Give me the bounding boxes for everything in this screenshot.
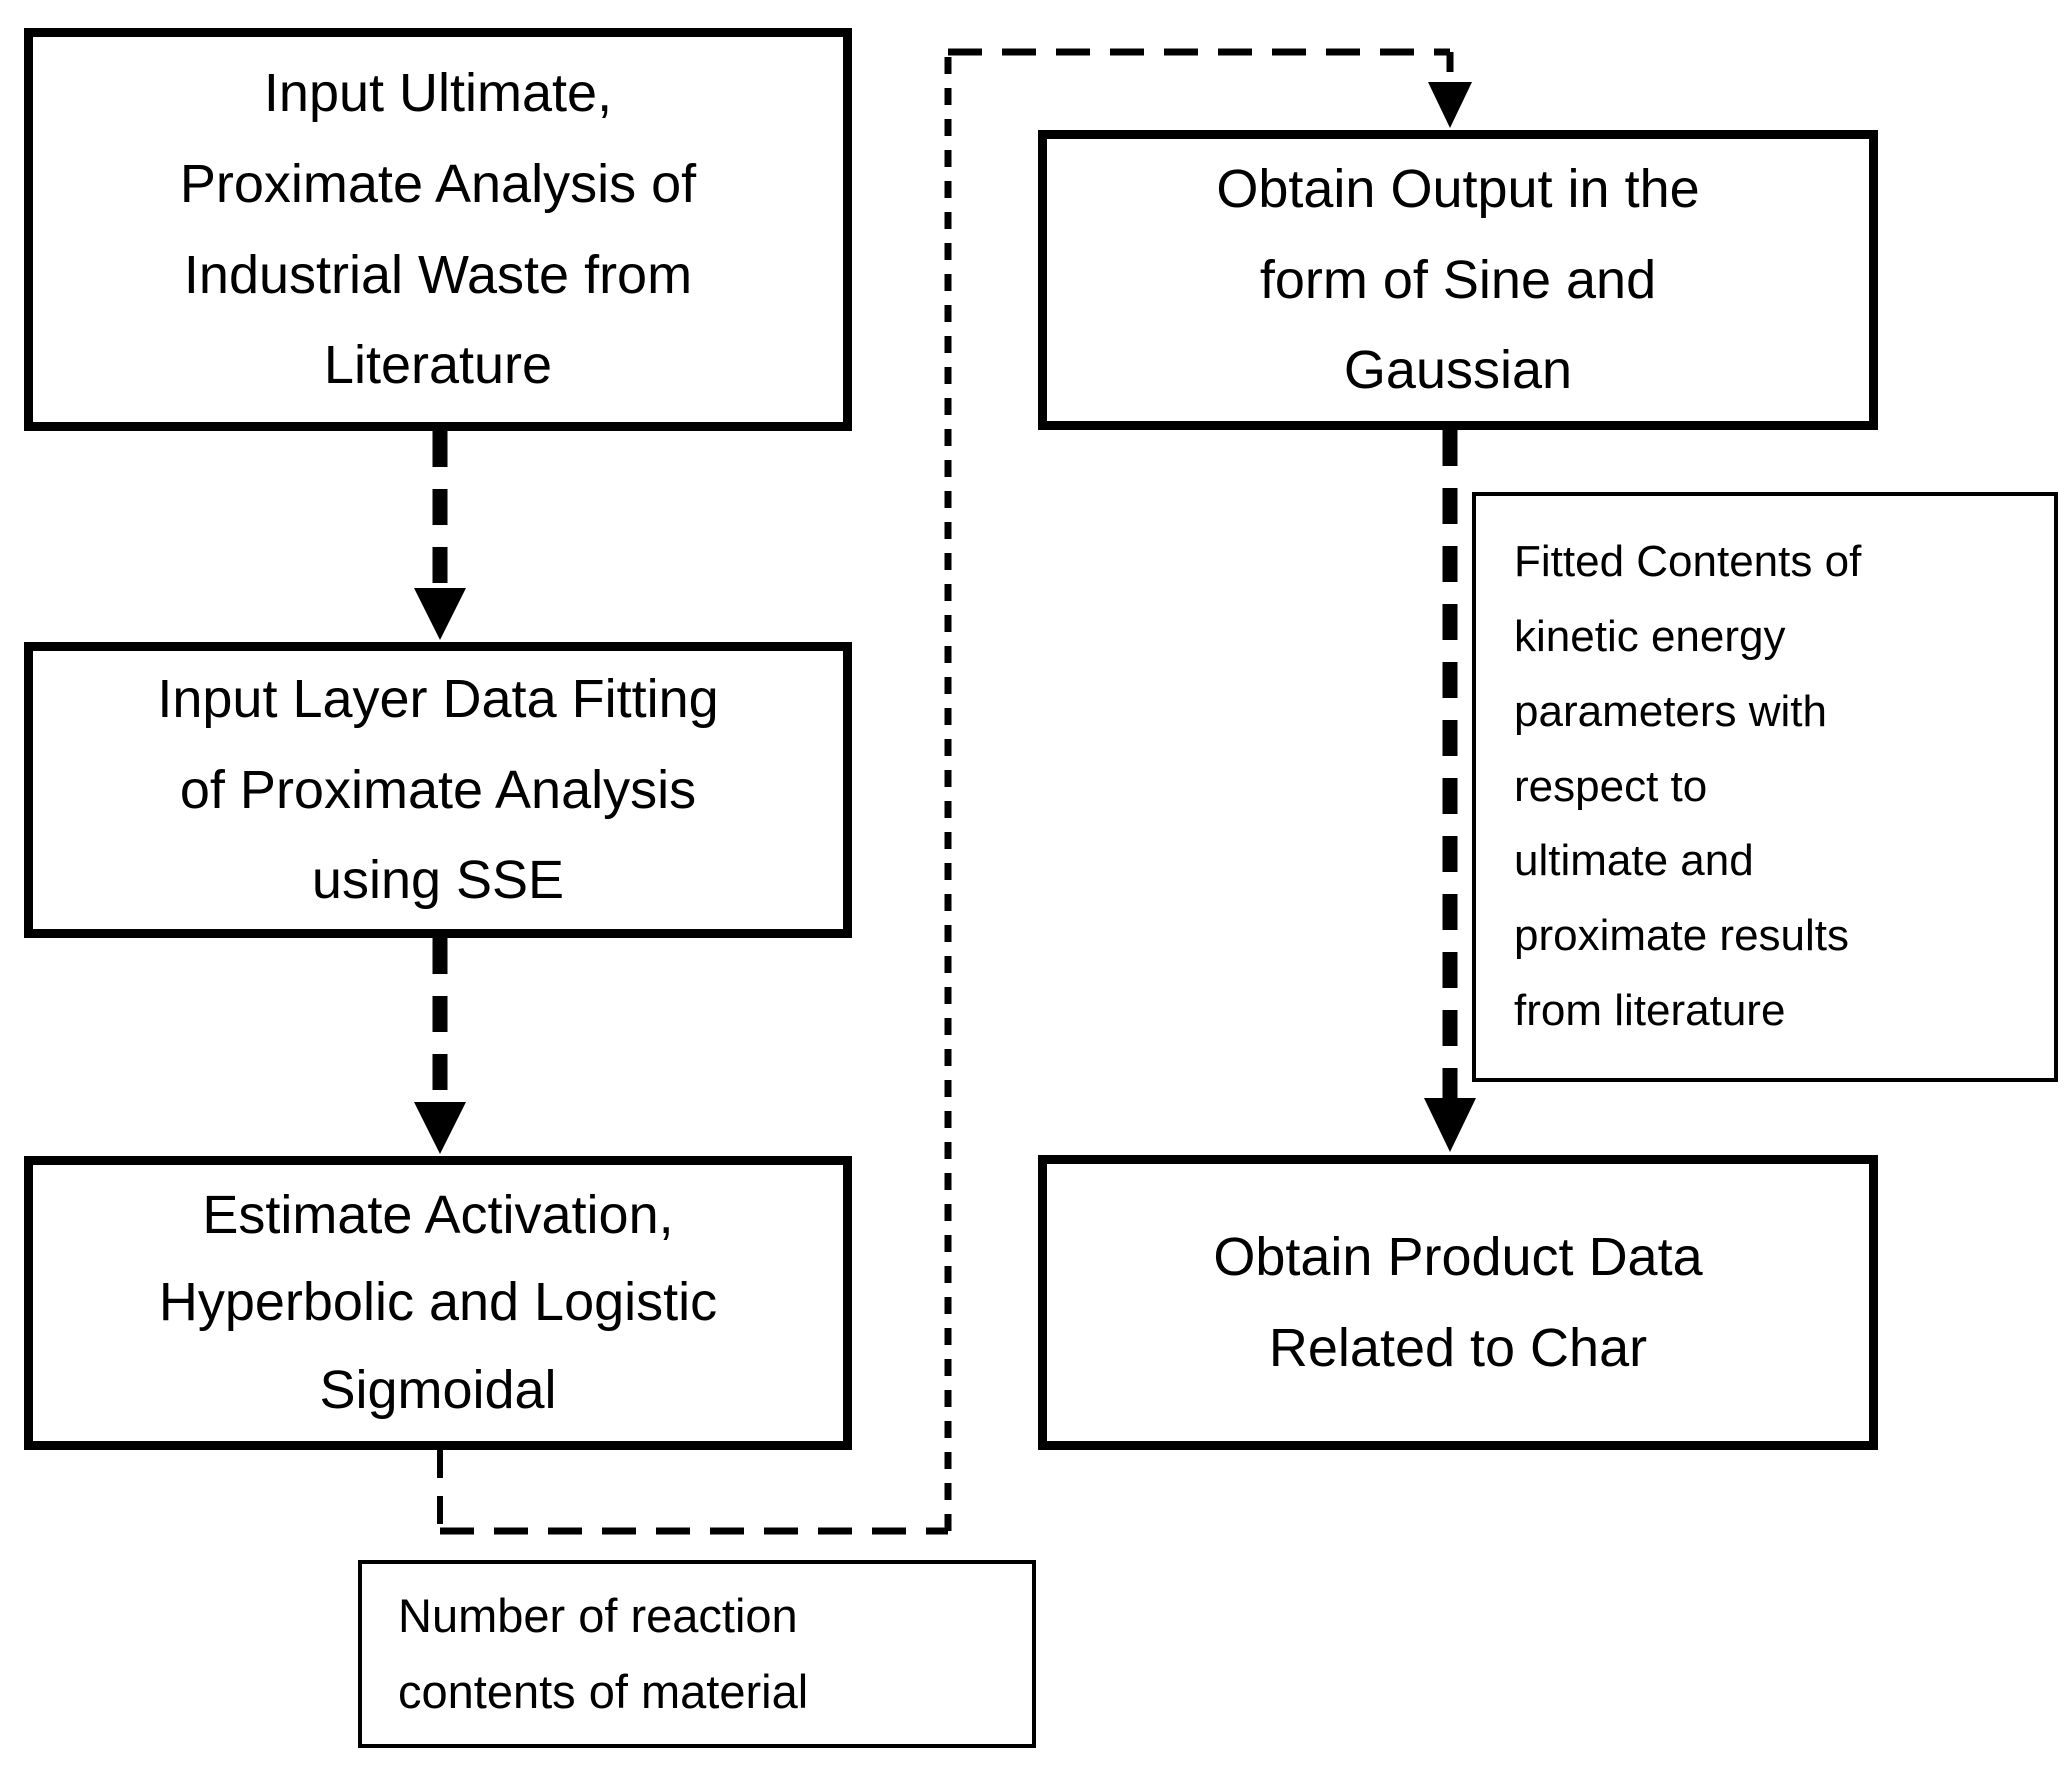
node-input-ultimate-proximate-analysis: Input Ultimate, Proximate Analysis of In… [24,28,852,431]
arrowhead-obtain-product [1424,1098,1476,1152]
node-obtain-product-data-char: Obtain Product Data Related to Char [1038,1155,1878,1450]
annotation-fitted-contents: Fitted Contents of kinetic energy parame… [1472,492,2058,1082]
node-estimate-activation: Estimate Activation, Hyperbolic and Logi… [24,1156,852,1450]
node-obtain-output-sine-gaussian: Obtain Output in the form of Sine and Ga… [1038,130,1878,430]
arrowhead-obtain-output [1428,82,1472,128]
annotation-number-of-reaction-contents: Number of reaction contents of material [358,1560,1036,1748]
arrowhead-input-layer [414,588,466,640]
arrowhead-estimate [414,1102,466,1154]
node-input-layer-data-fitting: Input Layer Data Fitting of Proximate An… [24,642,852,938]
